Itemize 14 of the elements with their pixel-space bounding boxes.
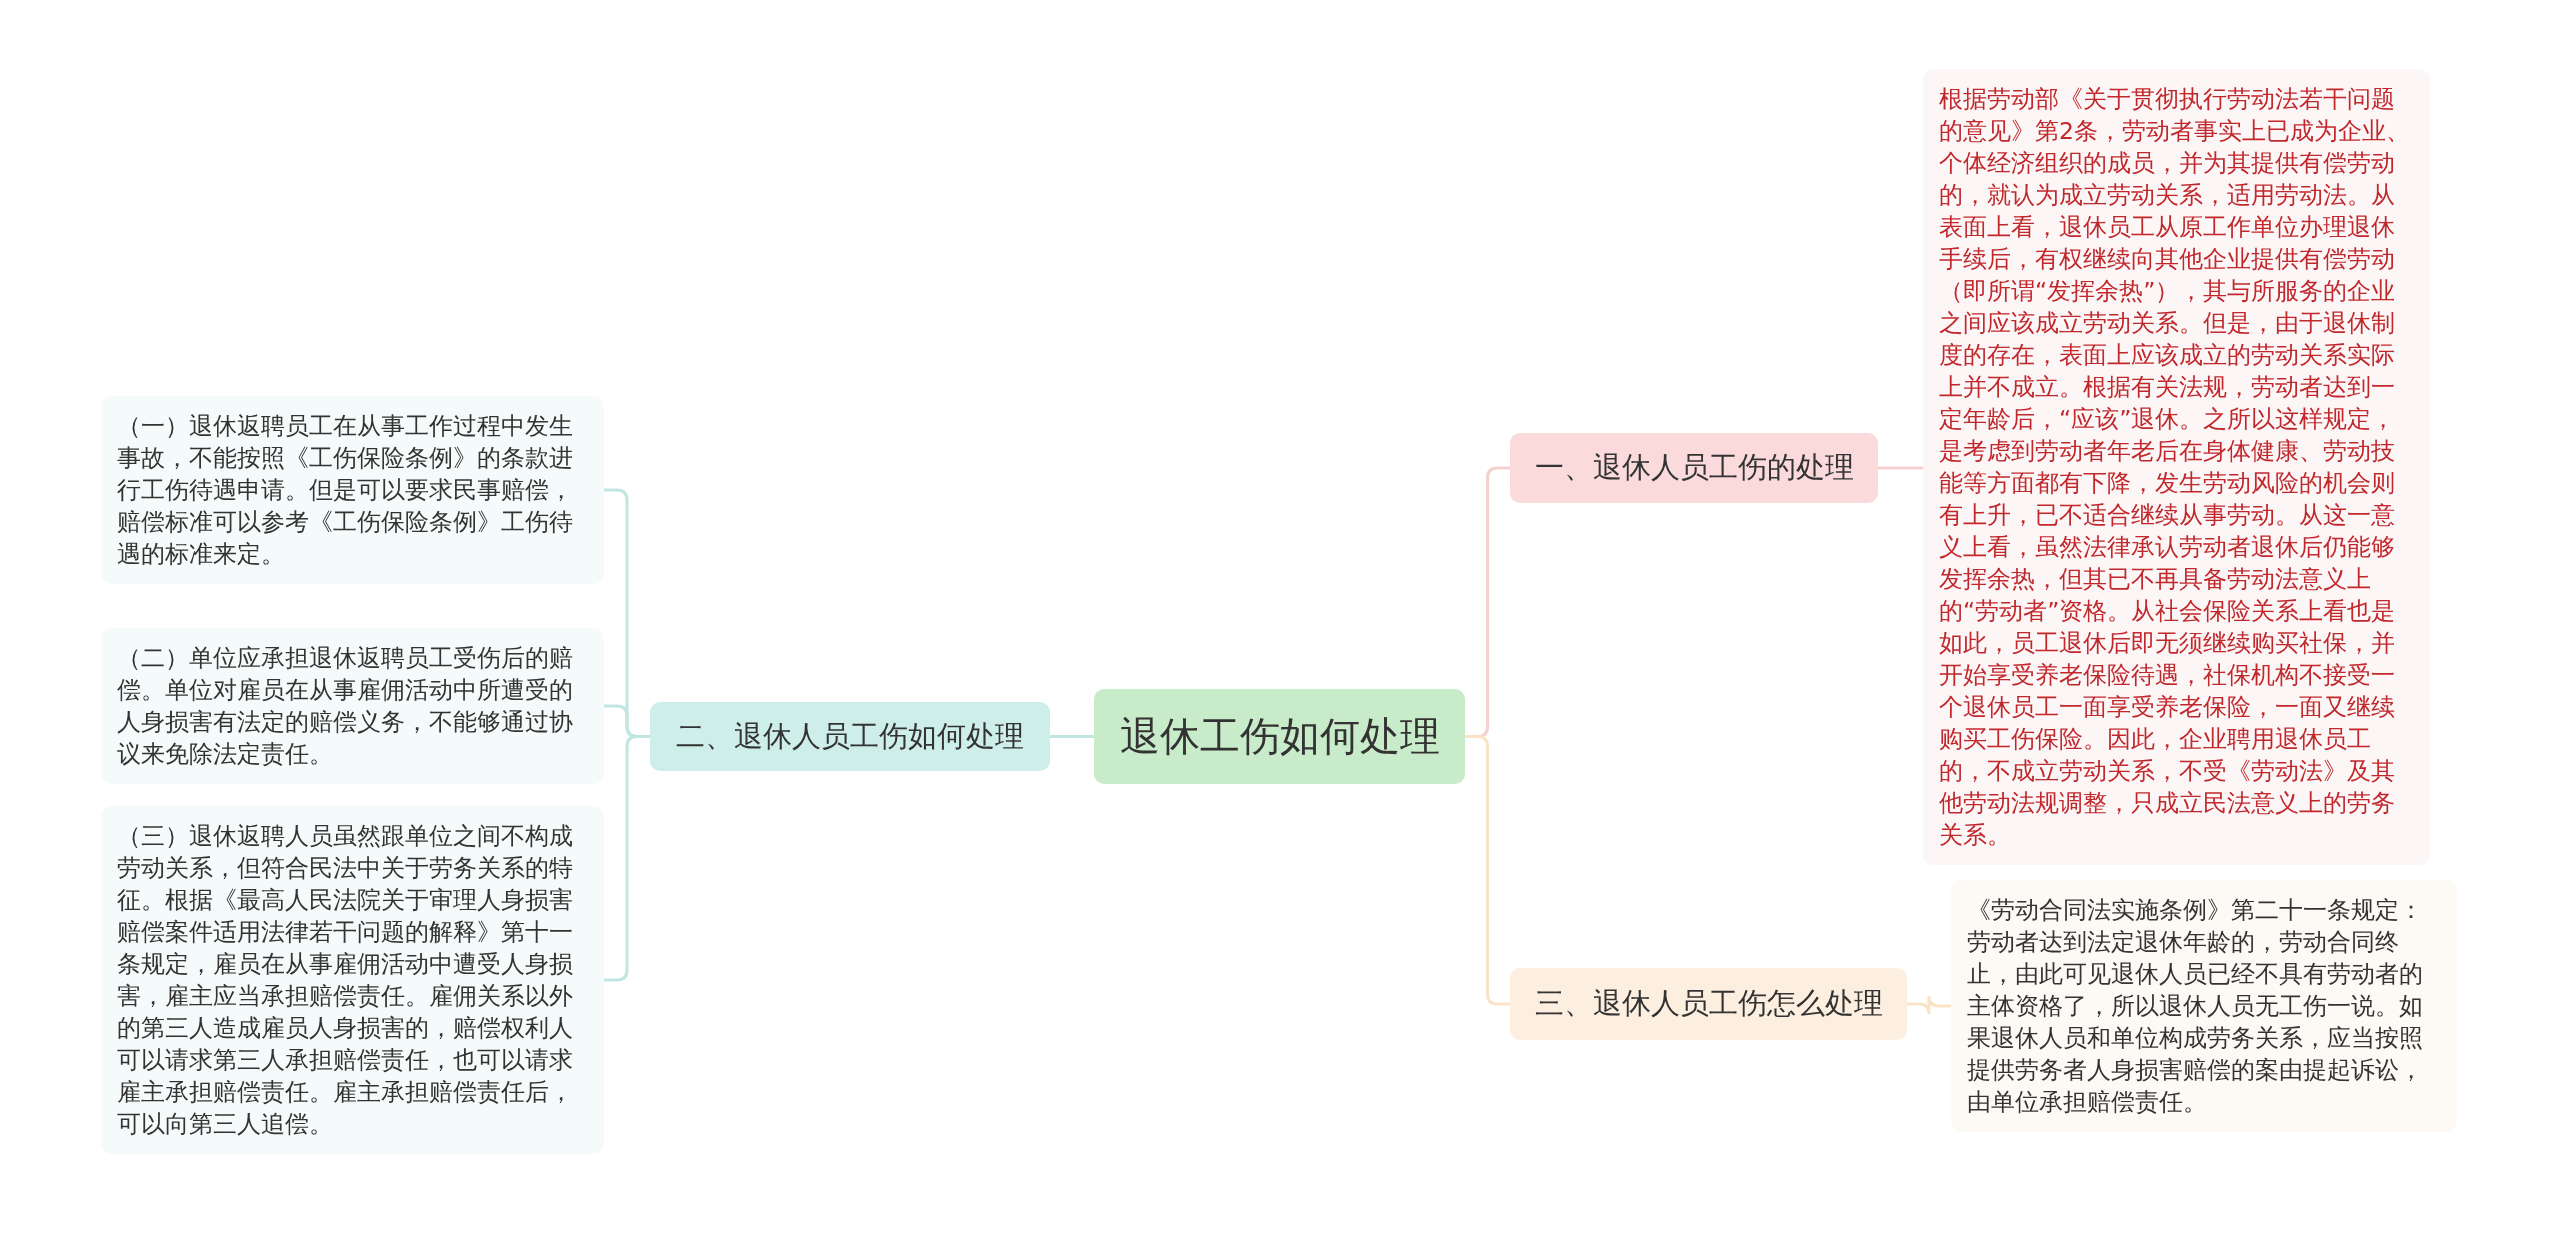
text-card: （一）退休返聘员工在从事工作过程中发生事故，不能按照《工伤保险条例》的条款进行工伤待遇申请。但是可以要求民事赔偿，赔偿标准可以参考《工伤保险条例》工伤待遇的标准来定。 xyxy=(101,396,604,584)
connector-line xyxy=(1050,735,1094,738)
text-card: 《劳动合同法实施条例》第二十一条规定：劳动者达到法定退休年龄的，劳动合同终止，由此可见退休人员已经不具有劳动者的主体资格了，所以退休人员无工伤一说。如果退休人员和单位构成劳务关系，应当按照提供劳务者人身损害赔偿的案由提起诉讼，由单位承担赔偿责任。 xyxy=(1951,880,2457,1132)
connector-line xyxy=(1907,994,1951,1016)
text-card: （二）单位应承担退休返聘员工受伤后的赔偿。单位对雇员在从事雇佣活动中所遭受的人身损害有法定的赔偿义务，不能够通过协议来免除法定责任。 xyxy=(101,628,604,784)
connector-line xyxy=(1878,466,1923,470)
central-topic-box: 退休工伤如何处理 xyxy=(1094,689,1465,784)
branch-topic-box: 一、退休人员工伤的处理 xyxy=(1510,433,1878,503)
connector-line xyxy=(1465,735,1510,1006)
text-card: 根据劳动部《关于贯彻执行劳动法若干问题的意见》第2条，劳动者事实上已成为企业、个体经济组织的成员，并为其提供有偿劳动的，就认为成立劳动关系，适用劳动法。从表面上看，退休员工从原工作单位办理退休手续后，有权继续向其他企业提供有偿劳动（即所谓“发挥余热”），其与所服务的企业之间应该成立劳动关系。但是，由于退休制度的存在，表面上应该成立的劳动关系实际上并不成立。根据有关法规，劳动者达到一定年龄后，“应该”退休。之所以这样规定，是考虑到劳动者年老后在身体健康、劳动技能等方面都有下降，发生劳动风险的机会则有上升，已不适合继续从事劳动。从这一意义上看，虽然法律承认劳动者退休后仍能够发挥余热，但其已不再具备劳动法意义上的“劳动者”资格。从社会保险关系上看也是如此，员工退休后即无须继续购买社保，并开始享受养老保险待遇，社保机构不接受一个退休员工一面享受养老保险，一面又继续购买工伤保险。因此，企业聘用退休员工的，不成立劳动关系，不受《劳动法》及其他劳动法规调整，只成立民法意义上的劳务关系。 xyxy=(1923,69,2430,865)
connector-line xyxy=(604,735,650,982)
text-card: （三）退休返聘人员虽然跟单位之间不构成劳动关系，但符合民法中关于劳务关系的特征。根据《最高人民法院关于审理人身损害赔偿案件适用法律若干问题的解释》第十一条规定，雇员在从事雇佣活动中遭受人身损害，雇主应当承担赔偿责任。雇佣关系以外的第三人造成雇员人身损害的，赔偿权利人可以请求第三人承担赔偿责任，也可以请求雇主承担赔偿责任。雇主承担赔偿责任后，可以向第三人追偿。 xyxy=(101,806,604,1154)
branch-topic-box: 二、退休人员工伤如何处理 xyxy=(650,702,1050,771)
branch-topic-box: 三、退休人员工伤怎么处理 xyxy=(1510,968,1907,1040)
